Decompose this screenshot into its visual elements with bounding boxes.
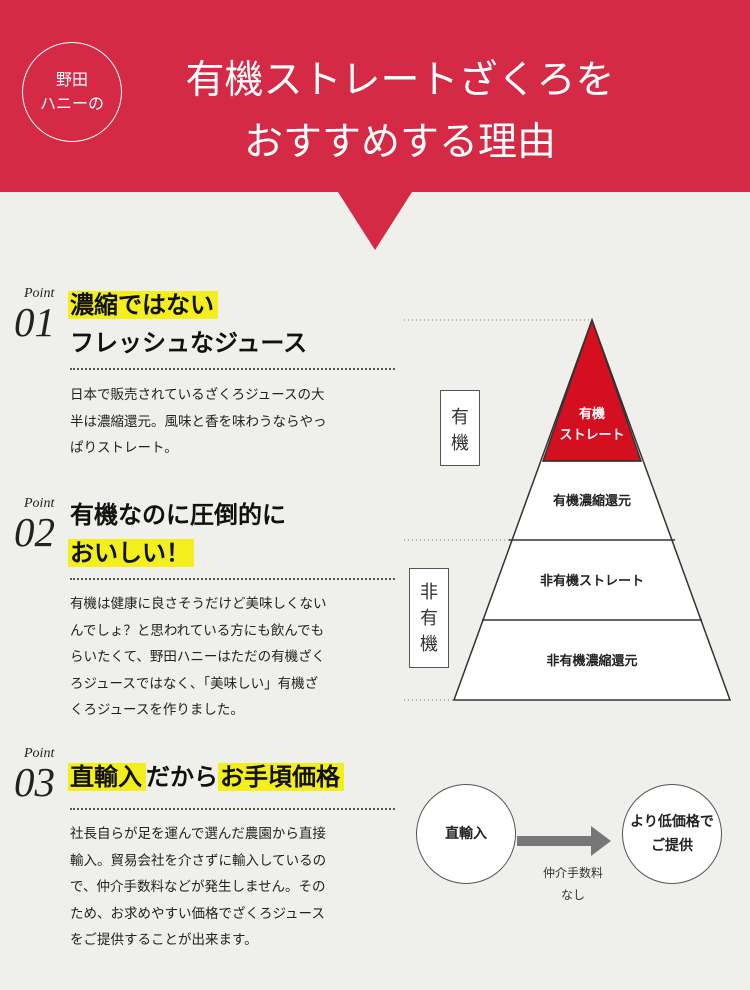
body-line: 有機は健康に良さそうだけど美味しくない bbox=[70, 596, 327, 612]
brand-badge: 野田 ハニーの bbox=[22, 42, 122, 142]
point-body: 日本で販売されているざくろジュースの大 半は濃縮還元。風味と香を味わうならやっ … bbox=[70, 382, 390, 462]
box-char: 有 bbox=[451, 407, 469, 428]
level-label: 有機 bbox=[578, 407, 605, 422]
dotted-divider bbox=[70, 578, 395, 580]
circle-label: より低価格で bbox=[630, 814, 714, 830]
heading-highlight-a: 直輸入 bbox=[68, 763, 146, 791]
pyramid-level-organic-straight: 有機 ストレート bbox=[542, 404, 642, 446]
body-line: くろジュースを作りました。 bbox=[70, 702, 244, 718]
body-line: 半は濃縮還元。風味と香を味わうならやっ bbox=[70, 413, 327, 430]
body-line: らいたくて、野田ハニーはただの有機ざく bbox=[70, 649, 326, 665]
body-line: 日本で販売されているざくろジュースの大 bbox=[70, 387, 325, 403]
arrow-label-line: 仲介手数料 bbox=[542, 866, 603, 880]
point-label: Point bbox=[24, 286, 55, 301]
box-char: 有 bbox=[420, 608, 438, 629]
arrow-label-line: なし bbox=[560, 888, 585, 902]
nonorganic-box: 非 有 機 bbox=[409, 568, 449, 668]
point-heading: 濃縮ではない フレッシュなジュース bbox=[68, 286, 307, 362]
point-heading: 直輸入だからお手頃価格 bbox=[68, 758, 344, 796]
badge-line1: 野田 bbox=[55, 70, 88, 89]
heading-highlight: 濃縮ではない bbox=[68, 291, 218, 319]
circle-label: 直輸入 bbox=[445, 826, 487, 842]
badge-line2: ハニーの bbox=[39, 94, 104, 113]
header-banner: 野田 ハニーの 有機ストレートざくろを おすすめする理由 bbox=[0, 0, 750, 250]
pyramid-level-nonorganic-concentrate: 非有機濃縮還元 bbox=[546, 654, 638, 669]
direct-import-circle: 直輸入 bbox=[416, 784, 516, 884]
circle-label: ご提供 bbox=[651, 838, 693, 854]
point-heading: 有機なのに圧倒的に おいしい！ bbox=[68, 496, 286, 572]
level-label: ストレート bbox=[559, 428, 625, 443]
dotted-divider bbox=[70, 368, 395, 370]
arrow-label: 仲介手数料 なし bbox=[525, 862, 621, 906]
header-background bbox=[0, 0, 750, 250]
dotted-divider bbox=[70, 808, 395, 810]
point-label: Point bbox=[24, 746, 55, 761]
box-char: 機 bbox=[451, 433, 469, 454]
lower-price-circle: より低価格で ご提供 bbox=[622, 784, 722, 884]
heading-line2: フレッシュなジュース bbox=[70, 329, 308, 357]
title-line2: おすすめする理由 bbox=[243, 120, 556, 165]
point-body: 有機は健康に良さそうだけど美味しくない んでしょ？と思われている方にも飲んでも … bbox=[70, 591, 390, 724]
body-line: ろジュースではなく、「美味しい」有機ざ bbox=[70, 675, 319, 692]
organic-box: 有 機 bbox=[440, 390, 480, 466]
arrow-right-icon bbox=[517, 826, 611, 856]
pyramid-level-nonorganic-straight: 非有機ストレート bbox=[539, 574, 644, 589]
body-line: 社長自らが足を運んで選んだ農園から直接 bbox=[70, 826, 326, 842]
body-line: をご提供することが出来ます。 bbox=[70, 932, 258, 948]
heading-middle: だから bbox=[146, 763, 218, 791]
heading-highlight-c: お手頃価格 bbox=[218, 763, 344, 791]
heading-highlight: おいしい！ bbox=[68, 539, 194, 567]
point-body: 社長自らが足を運んで選んだ農園から直接 輸入。貿易会社を介さずに輸入しているの … bbox=[70, 821, 390, 954]
page-title: 有機ストレートざくろを おすすめする理由 bbox=[120, 50, 680, 174]
pyramid-level-organic-concentrate: 有機濃縮還元 bbox=[552, 494, 631, 509]
body-line: ぱりストレート。 bbox=[70, 440, 178, 456]
point-number: 01 bbox=[14, 299, 55, 345]
point-number: 02 bbox=[14, 509, 55, 555]
body-line: 輸入。貿易会社を介さずに輸入しているの bbox=[70, 852, 327, 869]
body-line: んでしょ？と思われている方にも飲んでも bbox=[70, 622, 325, 639]
heading-line1: 有機なのに圧倒的に bbox=[70, 501, 286, 529]
title-line1: 有機ストレートざくろを bbox=[185, 58, 615, 103]
box-char: 非 bbox=[420, 582, 438, 603]
body-line: で、仲介手数料などが発生しません。その bbox=[70, 879, 326, 895]
body-line: ため、お求めやすい価格でざくろジュース bbox=[70, 905, 325, 922]
point-label: Point bbox=[24, 496, 55, 511]
box-char: 機 bbox=[420, 634, 438, 655]
point-number: 03 bbox=[14, 759, 55, 805]
